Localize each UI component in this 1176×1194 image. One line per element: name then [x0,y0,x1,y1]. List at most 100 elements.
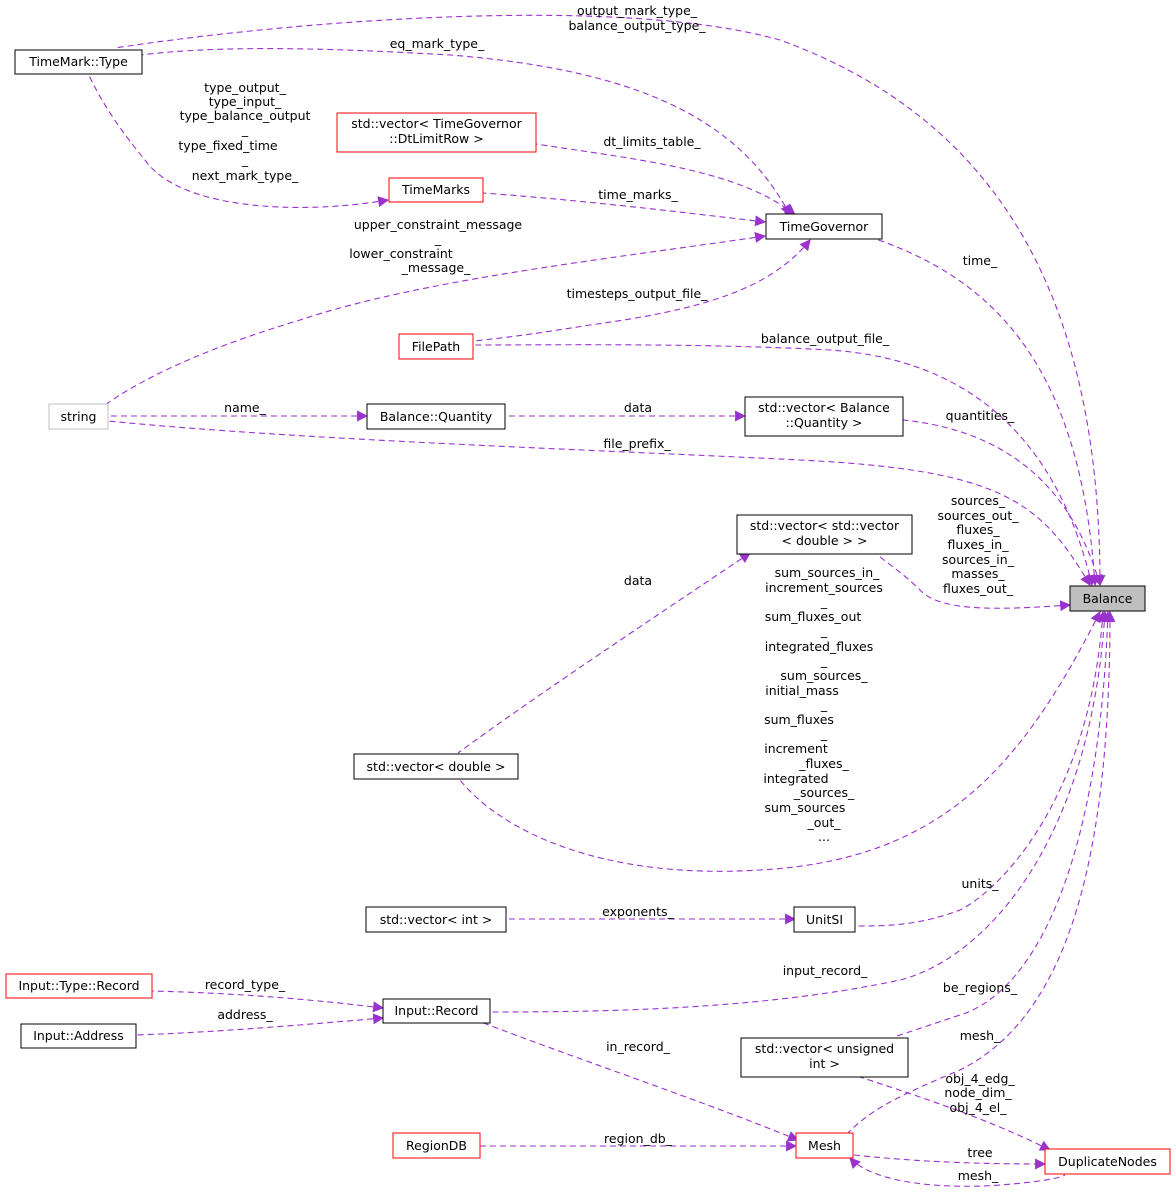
edge-timegovernor-to-filepath [472,239,811,342]
edge-vector-vector-double-to-vector-double [457,552,751,754]
edge-label-data-double: data [624,573,652,588]
edge-mesh-to-duplicatenodes [853,1154,1047,1170]
node-label-line-2: ::Quantity > [786,415,863,430]
node-label-line-2: ::DtLimitRow > [389,131,483,146]
edge-balance-to-input-record [489,610,1110,1013]
node-label: Input::Record [395,1003,479,1018]
node-duplicatenodes[interactable]: DuplicateNodes [1044,1148,1171,1175]
node-label-line-1: std::vector< TimeGovernor [351,116,522,131]
edge-label-eq-mark-type: eq_mark_type_ [390,36,485,51]
node-input-record[interactable]: Input::Record [382,998,491,1024]
node-timegovernor[interactable]: TimeGovernor [765,213,883,240]
edge-input-record-to-type-record [151,990,385,1013]
node-label: FilePath [412,339,460,354]
edge-label-sum-sources: sum_sources_ [780,668,868,683]
node-label: TimeMark::Type [28,54,128,69]
edge-balance-to-timegovernor [872,237,1100,587]
edge-label-lower-constraint: lower_constraint [349,246,452,261]
edge-input-record-to-address [135,1013,385,1036]
node-label-line-2: int > [809,1056,840,1071]
edge-balance-to-vector-double [459,611,1101,872]
edge-label-message: _message_ [401,260,471,275]
edge-label-mesh-from-dn: mesh_ [958,1168,999,1183]
edge-balance-to-timemark-type-output [114,14,1106,587]
node-label: UnitSI [806,912,843,927]
node-label: string [61,409,97,424]
edge-label-underscore: _ [820,697,828,712]
edges [87,14,1116,1187]
edge-label-file-prefix: file_prefix_ [603,436,671,451]
edge-label-integrated: integrated [763,771,828,786]
edge-mesh-to-input-record [480,1021,800,1142]
node-label: Balance::Quantity [380,409,493,424]
edge-label-type-output: type_output_ [204,80,286,95]
node-string[interactable]: string [48,403,109,430]
edge-label-record-type: record_type_ [205,977,286,992]
edge-label-sources-underscore: _sources_ [793,785,855,800]
edge-label-data-quantity: data [624,400,652,415]
node-vector-quantity[interactable]: std::vector< Balance ::Quantity > [744,396,904,437]
edge-label-upper-constraint: upper_constraint_message [354,217,523,232]
node-label: std::vector< double > [367,759,506,774]
edge-label-obj-4-el: obj_4_el_ [950,1100,1008,1115]
node-vector-vector-double[interactable]: std::vector< std::vector < double > > [736,514,913,555]
edge-label-balance-output-type: balance_output_type_ [568,18,706,33]
node-dtlimit-vector[interactable]: std::vector< TimeGovernor ::DtLimitRow > [336,112,537,153]
node-balance[interactable]: Balance [1069,585,1146,612]
node-vector-unsigned[interactable]: std::vector< unsigned int > [740,1037,909,1078]
edge-label-masses: masses_ [951,566,1005,581]
edge-label-underscore: _ [241,152,249,167]
edge-timemarks-to-timemark-type [87,72,390,208]
edge-label-obj-4-edg: obj_4_edg_ [945,1071,1015,1086]
edge-label-time-marks: time_marks_ [598,187,678,202]
edge-label-underscore: _ [820,653,828,668]
edge-balance-to-mesh [847,610,1116,1134]
edge-duplicatenodes-to-vector-unsigned [859,1076,1051,1151]
node-mesh[interactable]: Mesh [795,1132,854,1159]
edge-timegovernor-to-timemark-type-eq [140,48,791,216]
node-label-line-1: std::vector< unsigned [755,1041,894,1056]
edge-label-input-record: input_record_ [783,963,868,978]
edge-label-type-balance-output: type_balance_output [180,108,311,123]
edge-label-dt-limits-table: dt_limits_table_ [603,134,701,149]
edge-label-sum-sources-in: sum_sources_in_ [775,565,881,580]
edge-label-region-db: region_db_ [604,1131,673,1146]
node-balance-quantity[interactable]: Balance::Quantity [366,403,506,430]
node-vector-double[interactable]: std::vector< double > [353,753,519,780]
edge-label-units: units_ [962,876,1000,891]
edge-label-name: name_ [224,400,266,415]
edge-label-balance-output-file: balance_output_file_ [761,331,890,346]
node-unitsi[interactable]: UnitSI [793,906,856,933]
edge-label-ellipsis: ... [818,829,830,844]
edge-label-in-record: in_record_ [606,1039,671,1054]
edge-label-node-dim: node_dim_ [944,1085,1012,1100]
node-label: Balance [1083,591,1133,606]
node-label: TimeGovernor [779,219,870,234]
edge-label-output-mark-type: output_mark_type_ [577,3,698,18]
node-input-type-record[interactable]: Input::Type::Record [5,973,153,999]
edge-label-next-mark-type: next_mark_type_ [192,168,299,183]
node-timemarks[interactable]: TimeMarks [388,177,484,203]
edge-label-sources-in: sources_in_ [942,552,1015,567]
edge-label-sources: sources_ [951,493,1006,508]
edge-label-fluxes-in: fluxes_in_ [948,537,1010,552]
edge-label-fluxes: fluxes_ [956,522,1000,537]
edge-label-type-fixed-time: type_fixed_time [178,138,277,153]
node-timemark-type[interactable]: TimeMark::Type [14,49,143,75]
node-filepath[interactable]: FilePath [398,333,474,360]
edge-balance-to-unitsi [855,610,1108,927]
node-vector-int[interactable]: std::vector< int > [365,906,507,933]
edge-label-integrated-fluxes: integrated_fluxes [765,639,874,654]
edge-duplicatenodes-to-mesh [849,1157,1066,1187]
edge-label-initial-mass: initial_mass [765,683,839,698]
node-regiondb[interactable]: RegionDB [392,1132,481,1159]
edge-label-sum-fluxes-out: sum_fluxes_out [765,609,862,624]
edge-label-quantities: quantities_ [946,408,1015,423]
edge-label-underscore: _ [820,594,828,609]
edge-label-exponents: exponents_ [602,904,674,919]
node-input-address[interactable]: Input::Address [20,1023,137,1049]
edge-label-fluxes-out: fluxes_out_ [943,581,1014,596]
edge-label-increment: increment [764,741,828,756]
edge-label-increment-sources: increment_sources [765,580,883,595]
